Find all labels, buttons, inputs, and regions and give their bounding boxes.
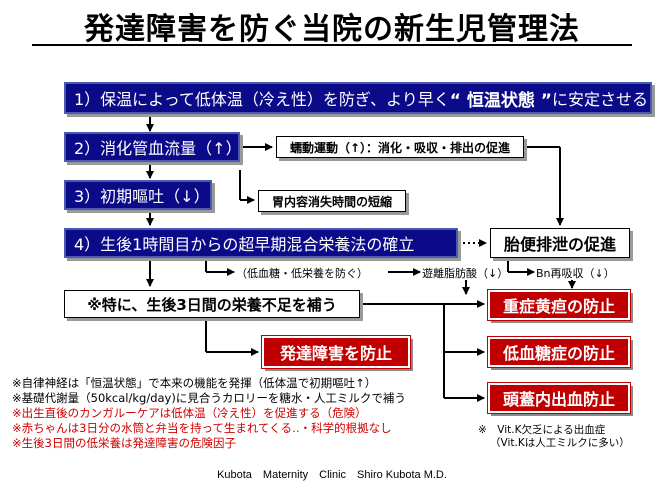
- title-underline: [32, 44, 632, 46]
- note-undernutrition: ※生後3日間の低栄養は発達障害の危険因子: [12, 436, 236, 450]
- step2-box: 2）消化管血流量（↑）: [64, 132, 242, 162]
- step1-text-end: に安定させる: [551, 90, 648, 109]
- notes-block: ※自律神経は「恒温状態」で本来の機能を発揮（低体温で初期嘔吐↑） ※基礎代謝量（…: [12, 376, 406, 451]
- step4-text: 4）生後1時間目からの超早期混合栄養法の確立: [74, 235, 415, 254]
- note-kangaroo: ※出生直後のカンガルーケアは低体温（冷え性）を促進する（危険）: [12, 406, 367, 420]
- hypoglycemia-outcome: 低血糖症の防止: [487, 336, 631, 368]
- step3-text: 3）初期嘔吐（↓）: [74, 187, 210, 206]
- page-title: 発達障害を防ぐ当院の新生児管理法: [84, 12, 580, 47]
- note-metabolism: ※基礎代謝量（50kcal/kg/day)に見合うカロリーを糖水・人工ミルクで補…: [12, 391, 406, 405]
- vitk-note: ※ Vit.K欠乏による出血症 （Vit.Kは人工ミルクに多い）: [478, 424, 630, 450]
- note-canteen: ※赤ちゃんは3日分の水筒と弁当を持って生まれてくる‥・科学的根拠なし: [12, 421, 392, 435]
- step1-box: 1）保温によって低体温（冷え性）を防ぎ、より早く “ 恒温状態 ” に安定させる: [64, 82, 652, 114]
- step1-highlight: “ 恒温状態 ”: [449, 90, 552, 111]
- ffa-label: 遊離脂肪酸（↓）: [422, 267, 509, 280]
- jaundice-outcome: 重症黄疸の防止: [487, 289, 631, 321]
- meconium-box: 胎便排泄の促進: [490, 228, 630, 258]
- supplement-box: ※特に、生後3日間の栄養不足を補う: [64, 290, 360, 318]
- bn-label: Bn再吸収（↓）: [536, 267, 615, 280]
- note-autonomic: ※自律神経は「恒温状態」で本来の機能を発揮（低体温で初期嘔吐↑）: [12, 376, 377, 390]
- vitk-line2: （Vit.Kは人工ミルクに多い）: [490, 437, 630, 449]
- step2-text: 2）消化管血流量（↑）: [74, 139, 242, 158]
- step4-box: 4）生後1時間目からの超早期混合栄養法の確立: [64, 228, 458, 258]
- step3-box: 3）初期嘔吐（↓）: [64, 180, 212, 210]
- developmental-outcome: 発達障害を防止: [261, 335, 411, 369]
- hemorrhage-outcome: 頭蓋内出血防止: [487, 382, 631, 414]
- footer-credit: Kubota Maternity Clinic Shiro Kubota M.D…: [217, 469, 447, 481]
- gastric-box: 胃内容消失時間の短縮: [258, 190, 406, 212]
- step1-text: 1）保温によって低体温（冷え性）を防ぎ、より早く: [74, 90, 450, 109]
- peristalsis-box: 蠕動運動（↑）：消化・吸収・排出の促進: [276, 136, 524, 158]
- prevent-label: （低血糖・低栄養を防ぐ）: [236, 267, 368, 280]
- vitk-line1: ※ Vit.K欠乏による出血症: [478, 424, 606, 436]
